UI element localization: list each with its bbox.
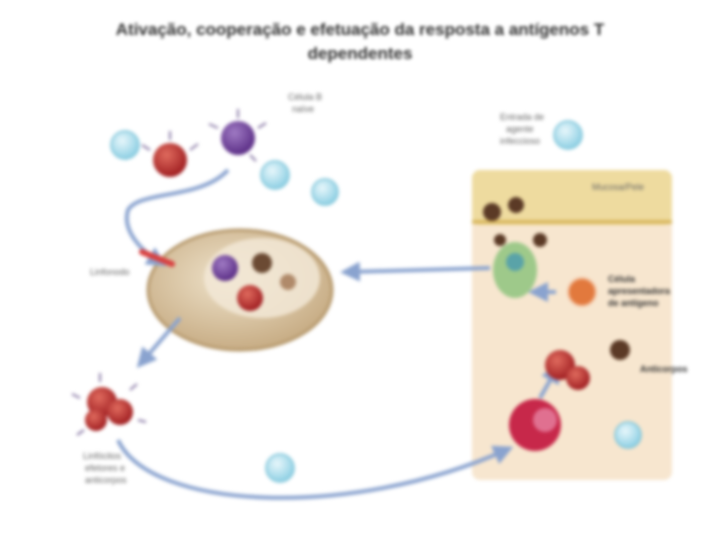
arrow-effectors-to-tissue bbox=[116, 439, 514, 500]
effector-group: Linfócitos efetores e anticorpos Linfono… bbox=[71, 267, 147, 485]
tissue-panel: Mucosa/Pele bbox=[472, 170, 672, 480]
slide-title: Ativação, cooperação e efetuação da resp… bbox=[40, 18, 680, 66]
receptor-spikes bbox=[141, 109, 267, 162]
b-cell-naive bbox=[221, 121, 255, 155]
naive-cells-group: Célula B naïve bbox=[110, 92, 339, 206]
lymphocyte-5 bbox=[614, 421, 642, 449]
effector-label-2: efetores e bbox=[85, 463, 125, 473]
top-cells-label-1: Célula B bbox=[288, 92, 322, 102]
arrow-tissue-to-node bbox=[340, 261, 491, 282]
apc-label-2: apresentadora bbox=[608, 286, 671, 296]
tissue-cells: Célula apresentadora de antígeno Anticor… bbox=[483, 197, 688, 451]
antibodies-label: Anticorpos bbox=[640, 364, 688, 374]
t-helper-cell bbox=[153, 143, 187, 177]
entry-group: Entrada de agente infeccioso bbox=[500, 112, 583, 150]
antigen-injection-marker bbox=[139, 249, 175, 267]
mucosa-label: Mucosa/Pele bbox=[592, 182, 644, 192]
arrow-cells-to-node bbox=[124, 168, 230, 267]
antibody-spikes bbox=[71, 373, 147, 436]
effector-t-cell-2 bbox=[566, 366, 590, 390]
entry-label-2: agente bbox=[506, 124, 534, 134]
lymphocyte-3 bbox=[311, 178, 339, 206]
arrow-node-to-effectors bbox=[136, 316, 182, 369]
title-line-2: dependentes bbox=[307, 44, 413, 63]
lymphocyte-1 bbox=[110, 130, 140, 160]
lymphocyte-4 bbox=[553, 120, 583, 150]
pathogen-1 bbox=[483, 203, 501, 221]
lymph-node bbox=[146, 228, 334, 352]
apc-label-1: Célula bbox=[608, 274, 636, 284]
node-t-cell bbox=[237, 285, 263, 311]
node-dendritic-cell bbox=[252, 253, 272, 273]
effector-label-3: anticorpos bbox=[85, 475, 127, 485]
apc-label-3: de antígeno bbox=[608, 298, 659, 308]
title-line-1: Ativação, cooperação e efetuação da resp… bbox=[115, 20, 605, 39]
macrophage-inner bbox=[533, 408, 557, 432]
mucosa-layer bbox=[472, 170, 672, 225]
pathogen-4 bbox=[494, 234, 506, 246]
effector-cell-3 bbox=[85, 409, 107, 431]
pathogen-3 bbox=[533, 233, 547, 247]
entry-label-3: infeccioso bbox=[500, 136, 540, 146]
effector-cell-2 bbox=[107, 399, 133, 425]
lymphocyte-2 bbox=[260, 160, 290, 190]
top-cells-label-2: naïve bbox=[292, 104, 314, 114]
node-label: Linfonodo bbox=[90, 267, 130, 277]
dendritic-nucleus bbox=[506, 253, 524, 271]
antigen-presenting-cell bbox=[567, 277, 597, 307]
entry-label-1: Entrada de bbox=[500, 112, 544, 122]
pathogen-2 bbox=[508, 197, 524, 213]
dark-pathogen bbox=[610, 340, 630, 360]
effector-label-1: Linfócitos bbox=[83, 451, 122, 461]
node-small-cell bbox=[280, 274, 296, 290]
circulating-lymphocyte bbox=[265, 453, 295, 483]
node-b-cell bbox=[212, 255, 238, 281]
